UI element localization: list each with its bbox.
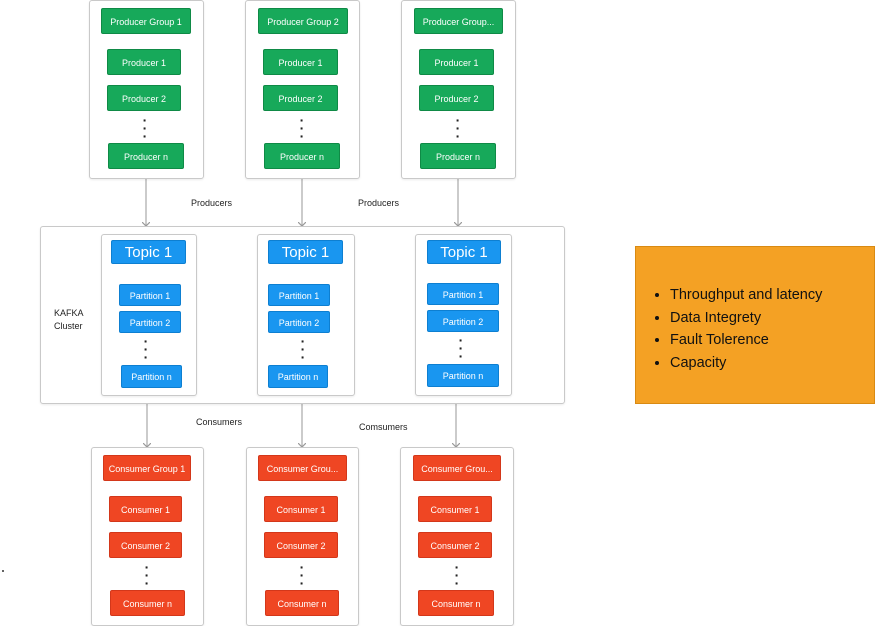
consumer-n-group-2: Consumer n [265,590,339,616]
benefit-item: Throughput and latency [670,284,822,307]
consumer-group-header-1: Consumer Group 1 [103,455,191,481]
ellipsis-dots: ··· [300,333,306,365]
partition-n-topic-3: Partition n [427,364,499,387]
partition-1-topic-2: Partition 1 [268,284,330,306]
kafka-label-line1: KAFKA [54,308,84,318]
producer-1-group-1: Producer 1 [107,49,181,75]
consumer-2-group-2: Consumer 2 [264,532,338,558]
partition-1-topic-3: Partition 1 [427,283,499,305]
consumer-1-group-3: Consumer 1 [418,496,492,522]
kafka-label-line2: Cluster [54,321,83,331]
ellipsis-dots: ··· [144,559,150,591]
producer-n-group-2: Producer n [264,143,340,169]
consumer-n-group-3: Consumer n [418,590,494,616]
ellipsis-dots: ··· [458,332,464,364]
consumer-2-group-3: Consumer 2 [418,532,492,558]
consumer-n-group-1: Consumer n [110,590,185,616]
ellipsis-dots: ··· [455,112,461,144]
producers-label-1: Producers [191,198,233,208]
consumer-2-group-1: Consumer 2 [109,532,182,558]
ellipsis-dots: ··· [299,112,305,144]
partition-2-topic-3: Partition 2 [427,310,499,332]
stray-dot [2,570,4,572]
consumers-label-2: Comsumers [359,422,408,432]
kafka-benefits-box: Throughput and latency Data Integrety Fa… [635,246,875,404]
producer-1-group-2: Producer 1 [263,49,338,75]
producer-group-header-2: Producer Group 2 [258,8,348,34]
ellipsis-dots: ··· [299,559,305,591]
producer-2-group-1: Producer 2 [107,85,181,111]
producer-n-group-3: Producer n [420,143,496,169]
partition-n-topic-1: Partition n [121,365,182,388]
consumer-1-group-2: Consumer 1 [264,496,338,522]
partition-1-topic-1: Partition 1 [119,284,181,306]
consumer-1-group-1: Consumer 1 [109,496,182,522]
kafka-cluster-label: KAFKA Cluster [54,307,84,333]
benefit-item: Data Integrety [670,307,822,330]
partition-2-topic-2: Partition 2 [268,311,330,333]
consumer-group-header-2: Consumer Grou... [258,455,347,481]
ellipsis-dots: ··· [143,333,149,365]
consumers-label-1: Consumers [196,417,243,427]
producer-2-group-3: Producer 2 [419,85,494,111]
producers-label-2: Producers [358,198,400,208]
topic-title-1: Topic 1 [111,240,186,264]
partition-2-topic-1: Partition 2 [119,311,181,333]
benefit-item: Capacity [670,352,822,375]
producer-n-group-1: Producer n [108,143,184,169]
benefits-list: Throughput and latency Data Integrety Fa… [636,284,822,374]
ellipsis-dots: ··· [454,559,460,591]
producer-group-header-3: Producer Group... [414,8,503,34]
partition-n-topic-2: Partition n [268,365,328,388]
benefit-item: Fault Tolerence [670,329,822,352]
ellipsis-dots: ··· [142,112,148,144]
topic-title-3: Topic 1 [427,240,501,264]
producer-1-group-3: Producer 1 [419,49,494,75]
producer-2-group-2: Producer 2 [263,85,338,111]
topic-title-2: Topic 1 [268,240,343,264]
producer-group-header-1: Producer Group 1 [101,8,191,34]
consumer-group-header-3: Consumer Grou... [413,455,501,481]
